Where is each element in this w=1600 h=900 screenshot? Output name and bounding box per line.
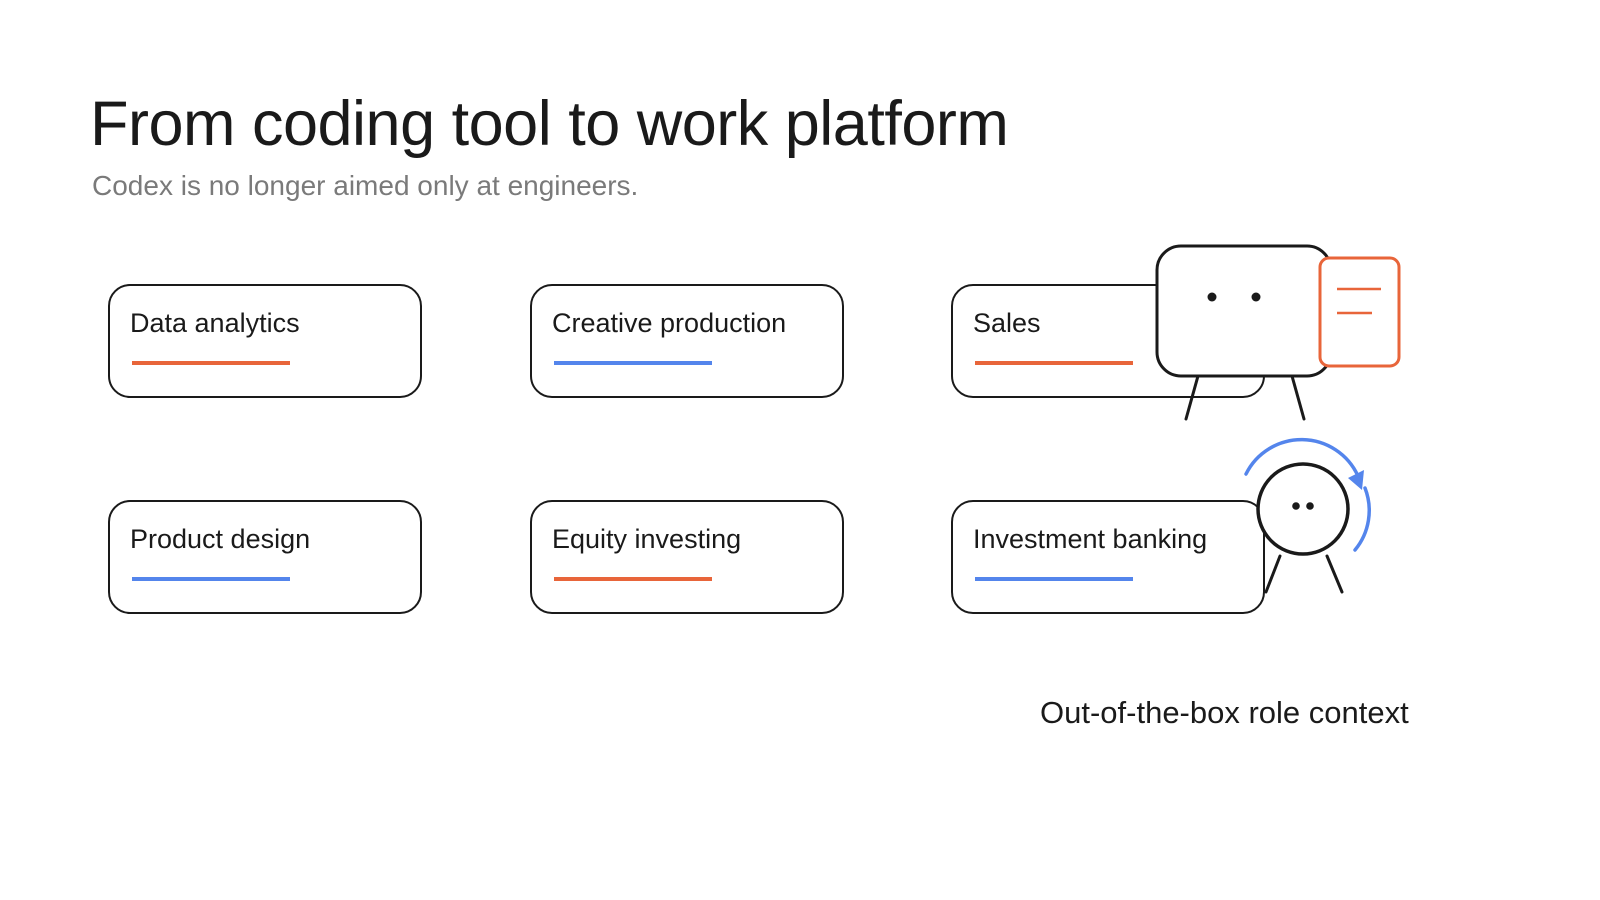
role-card-underline [975,361,1133,365]
page-subtitle: Codex is no longer aimed only at enginee… [92,170,639,201]
role-card-data-analytics: Data analytics [108,284,422,398]
document-icon [1318,256,1401,368]
role-card-label: Equity investing [552,524,742,554]
role-card-label: Data analytics [130,308,300,338]
role-card-creative-production: Creative production [530,284,844,398]
cycle-arrow-icon [1244,437,1371,552]
role-card-underline [554,577,712,581]
role-card-equity-investing: Equity investing [530,500,844,614]
role-card-underline [554,361,712,365]
robot-icon [1155,244,1333,421]
role-card-label: Product design [130,524,311,554]
role-card-product-design: Product design [108,500,422,614]
role-card-label: Creative production [552,308,787,338]
role-card-label: Sales [973,308,1041,338]
agent-icon [1256,462,1350,594]
illustration-caption: Out-of-the-box role context [1040,695,1409,730]
role-card-underline [132,577,290,581]
role-card-underline [132,361,290,365]
role-card-investment-banking: Investment banking [951,500,1265,614]
page-title: From coding tool to work platform [90,89,1009,159]
role-card-underline [975,577,1133,581]
role-card-label: Investment banking [973,524,1208,554]
